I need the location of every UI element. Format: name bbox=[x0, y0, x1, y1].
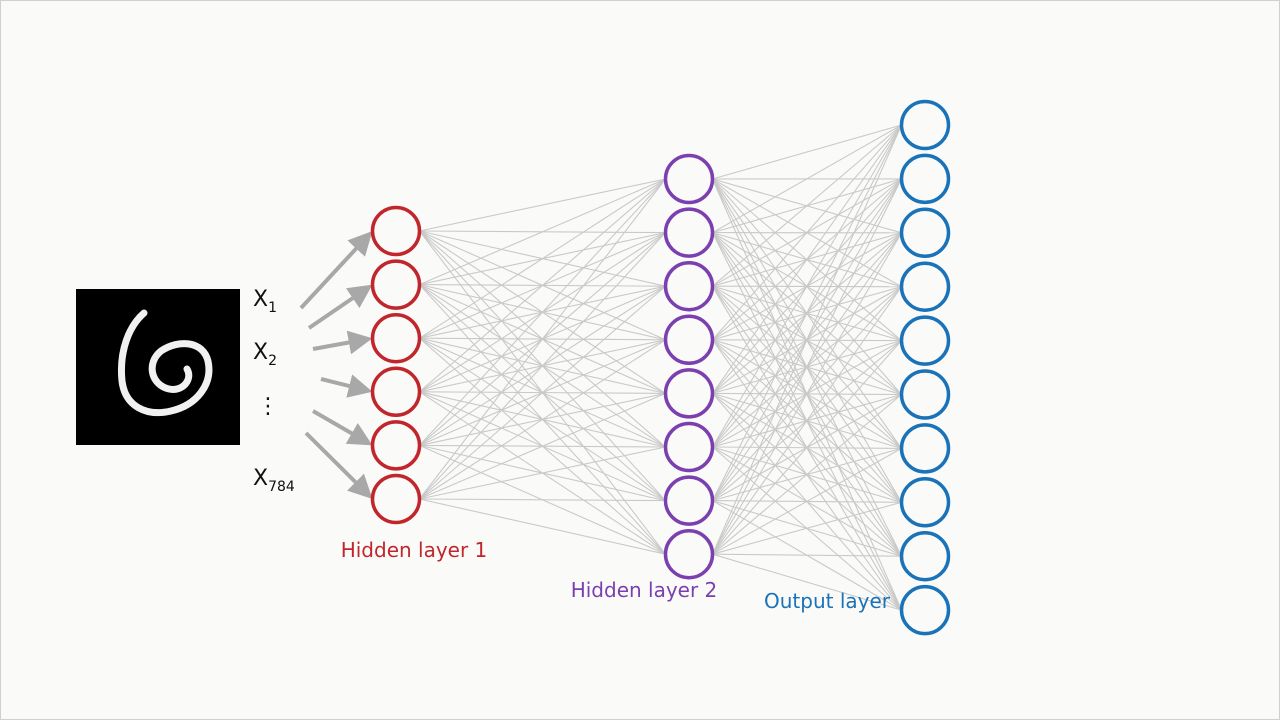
connection-line bbox=[419, 498, 666, 502]
output-layer-node bbox=[899, 261, 951, 312]
handwritten-digit-6-image bbox=[117, 309, 213, 417]
connection-line bbox=[712, 124, 902, 448]
connection-line bbox=[712, 394, 902, 555]
input-arrow bbox=[320, 374, 373, 398]
input-label-x1: X1 bbox=[253, 287, 277, 316]
connection-line bbox=[419, 178, 666, 393]
connection-line bbox=[712, 553, 902, 611]
connection-line bbox=[712, 124, 902, 180]
output-layer-node bbox=[899, 207, 951, 259]
connection-line bbox=[419, 498, 666, 555]
input-arrow bbox=[304, 431, 373, 500]
connection-line bbox=[419, 339, 666, 500]
connection-line bbox=[419, 178, 666, 446]
connection-line bbox=[419, 446, 666, 500]
hidden-layer-1-node bbox=[370, 420, 422, 471]
input-digit-image bbox=[76, 289, 240, 445]
output-layer-node bbox=[899, 315, 951, 366]
connection-line bbox=[711, 124, 903, 555]
hidden-layer-1-label: Hidden layer 1 bbox=[341, 538, 488, 562]
hidden-layer-1-node bbox=[370, 366, 422, 418]
hidden-layer-2-node bbox=[663, 421, 715, 473]
connection-line bbox=[712, 124, 902, 234]
hidden-layer-1-nodes bbox=[370, 205, 422, 525]
hidden-layer-1-node bbox=[370, 473, 422, 525]
input-label-ellipsis: ⋮ bbox=[257, 394, 279, 419]
output-layer-node bbox=[899, 153, 951, 205]
input-arrow bbox=[307, 284, 373, 330]
connection-line bbox=[419, 178, 666, 286]
digit-image-background bbox=[76, 289, 240, 445]
connection-line bbox=[419, 285, 666, 500]
hidden-layer-1-node bbox=[370, 312, 422, 364]
connection-line bbox=[712, 340, 902, 555]
connection-line bbox=[712, 501, 902, 555]
connection-line bbox=[712, 286, 902, 555]
input-arrows bbox=[299, 231, 373, 500]
hidden-layer-2-node bbox=[663, 475, 715, 526]
connection-line bbox=[712, 124, 902, 394]
output-layer-node bbox=[899, 99, 951, 151]
connections-h1-h2 bbox=[419, 178, 666, 555]
hidden-layer-2-node bbox=[663, 368, 715, 419]
connection-line bbox=[712, 232, 902, 555]
connection-line bbox=[712, 447, 902, 555]
input-labels: X1 X2 ⋮ X784 bbox=[253, 287, 295, 495]
hidden-layer-2-node bbox=[663, 153, 715, 205]
hidden-layer-2-node bbox=[663, 260, 715, 312]
hidden-layer-2-node bbox=[663, 207, 715, 258]
output-layer-node bbox=[899, 584, 951, 636]
output-layer-node bbox=[899, 369, 951, 420]
connection-line bbox=[712, 553, 902, 557]
output-layer-node bbox=[899, 530, 951, 582]
input-label-x784: X784 bbox=[253, 466, 295, 495]
connection-line bbox=[712, 124, 902, 341]
connections-h2-output bbox=[711, 124, 903, 611]
connection-line bbox=[419, 178, 666, 232]
hidden-layer-2-nodes bbox=[663, 153, 715, 580]
hidden-layer-1-node bbox=[370, 205, 422, 257]
hidden-layer-2-node bbox=[663, 314, 715, 366]
input-arrow bbox=[299, 231, 373, 310]
connection-line bbox=[419, 178, 666, 500]
hidden-layer-2-node bbox=[663, 528, 715, 580]
connection-line bbox=[419, 232, 666, 500]
output-layer-nodes bbox=[899, 99, 951, 636]
output-layer-node bbox=[899, 477, 951, 528]
output-layer-node bbox=[899, 423, 951, 474]
hidden-layer-2-label: Hidden layer 2 bbox=[571, 578, 718, 602]
connection-line bbox=[712, 178, 902, 555]
output-layer-label: Output layer bbox=[764, 589, 891, 613]
connection-line bbox=[712, 124, 902, 501]
input-arrow bbox=[312, 330, 373, 355]
input-label-x2: X2 bbox=[253, 340, 277, 369]
hidden-layer-1-node bbox=[370, 259, 422, 310]
connection-line bbox=[419, 178, 666, 339]
input-arrow bbox=[311, 409, 373, 446]
connection-line bbox=[712, 124, 902, 287]
connection-line bbox=[419, 392, 666, 500]
